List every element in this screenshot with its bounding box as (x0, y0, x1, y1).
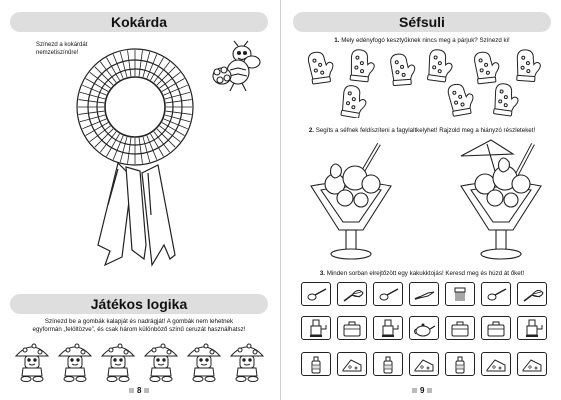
spoon-icon (487, 288, 507, 301)
logika-line-1: Színezd be a gombák kalapját és nadrágjá… (44, 318, 234, 325)
sundae-left-illustration (310, 142, 392, 260)
bottle-icon (455, 356, 465, 374)
grid-cell-spoon[interactable] (373, 282, 403, 306)
grid-cell-spoon[interactable] (481, 282, 511, 306)
page-marker-icon (129, 388, 134, 394)
task-3-instruction: 3. Minden sorban elrejtőzött egy kakukkt… (293, 270, 551, 278)
kokarda-instruction-line-1: Színezd a kokárdát (36, 42, 88, 48)
mushroom-figure (100, 343, 136, 382)
bag-icon (487, 321, 505, 337)
logika-instruction: Színezd be a gombák kalapját és nadrágjá… (10, 318, 268, 334)
oven-mitt-icon (474, 51, 500, 85)
grid-cell-comb[interactable] (445, 282, 475, 306)
grid-cell-bottle[interactable] (445, 352, 475, 376)
bag-icon (451, 321, 469, 337)
right-page: Séfsuli 1. Mely edényfogó kesztyűknek ni… (281, 0, 561, 400)
cheese-icon (342, 359, 362, 372)
oven-mitt-icon (390, 53, 416, 87)
grid-cell-spoon[interactable] (301, 282, 331, 306)
oven-mitts-illustration (307, 49, 541, 118)
grid-cell-cheese[interactable] (481, 352, 511, 376)
grid-cell-cheese[interactable] (337, 352, 367, 376)
grid-cell-bag[interactable] (337, 316, 367, 340)
jatekos-logika-title: Játékos logika (10, 294, 268, 314)
mushroom-figure (186, 343, 222, 382)
mushroom-figure (143, 343, 179, 382)
kokarda-title: Kokárda (10, 12, 268, 32)
logika-line-2: egyformán „felöltözve”, és csak három kü… (32, 326, 246, 333)
oven-mitt-icon (340, 85, 367, 118)
page-gutter (279, 0, 281, 400)
cheese-icon (486, 359, 506, 372)
task-2-number: 2. (308, 127, 314, 134)
comb-icon (454, 287, 466, 301)
whisk-icon (343, 289, 364, 302)
mushroom-row (12, 338, 268, 382)
cheese-icon (414, 359, 434, 372)
page-number-right: 9 (409, 386, 435, 395)
page-number-left-text: 8 (137, 386, 142, 395)
grid-cell-grinder[interactable] (517, 316, 547, 340)
grid-cell-whisk[interactable] (337, 282, 367, 306)
oven-mitt-icon (427, 49, 453, 83)
mushroom-figure (229, 343, 265, 382)
oven-mitt-icon (307, 51, 334, 85)
grid-cell-bottle[interactable] (373, 352, 403, 376)
bee-illustration (212, 40, 261, 92)
sundae-right-illustration (460, 139, 542, 260)
bottle-icon (383, 356, 393, 374)
kokarda-instruction: Színezd a kokárdát nemzetiszínűre! (36, 41, 96, 57)
grid-cell-bag[interactable] (445, 316, 475, 340)
task-1-number: 1. (334, 37, 340, 44)
task-2-text: Segíts a séfnek feldíszíteni a fagylaltk… (315, 127, 536, 134)
page-marker-icon (412, 388, 417, 394)
spoon-icon (307, 288, 327, 301)
bag-icon (343, 321, 361, 337)
task-1-instruction: 1. Mely edényfogó kesztyűknek nincs meg … (293, 37, 551, 45)
grid-cell-cheese[interactable] (409, 352, 439, 376)
grinder-icon (382, 319, 399, 337)
grid-cell-bag[interactable] (481, 316, 511, 340)
task-1-text: Mely edényfogó kesztyűknek nincs meg a p… (341, 37, 510, 44)
cheese-icon (522, 359, 542, 372)
rosette-illustration (76, 48, 194, 267)
task-2-instruction: 2. Segíts a séfnek feldíszíteni a fagyla… (293, 127, 551, 135)
teapot-icon (414, 323, 436, 337)
mushroom-figure (57, 343, 93, 382)
oven-mitt-icon (516, 49, 541, 83)
whisk-icon (523, 289, 544, 302)
knife-icon (414, 291, 435, 300)
page-number-right-text: 9 (420, 386, 425, 395)
page-marker-icon (144, 388, 150, 394)
grid-cell-bottle[interactable] (301, 352, 331, 376)
task-3-text: Minden sorban elrejtőzött egy kakukktojá… (326, 270, 525, 277)
oven-mitt-icon (349, 49, 375, 83)
mushroom-figure (14, 343, 50, 382)
grid-cell-knife[interactable] (409, 282, 439, 306)
left-page: Kokárda Színezd a kokárdát nemzetiszínűr… (0, 0, 280, 400)
page-marker-icon (427, 388, 433, 394)
kokarda-instruction-line-2: nemzetiszínűre! (36, 50, 79, 56)
grid-cell-grinder[interactable] (301, 316, 331, 340)
oven-mitt-icon (447, 83, 474, 117)
grinder-icon (526, 319, 543, 337)
page-number-left: 8 (126, 386, 152, 395)
bottle-icon (311, 356, 321, 374)
grid-cell-teapot[interactable] (409, 316, 439, 340)
task-3-number: 3. (319, 270, 325, 277)
oven-mitt-icon (493, 83, 519, 117)
grinder-icon (310, 319, 327, 337)
spoon-icon (379, 288, 399, 301)
grid-cell-whisk[interactable] (517, 282, 547, 306)
sefsuli-title: Séfsuli (293, 12, 551, 32)
grid-cell-cheese[interactable] (517, 352, 547, 376)
grid-cell-grinder[interactable] (373, 316, 403, 340)
